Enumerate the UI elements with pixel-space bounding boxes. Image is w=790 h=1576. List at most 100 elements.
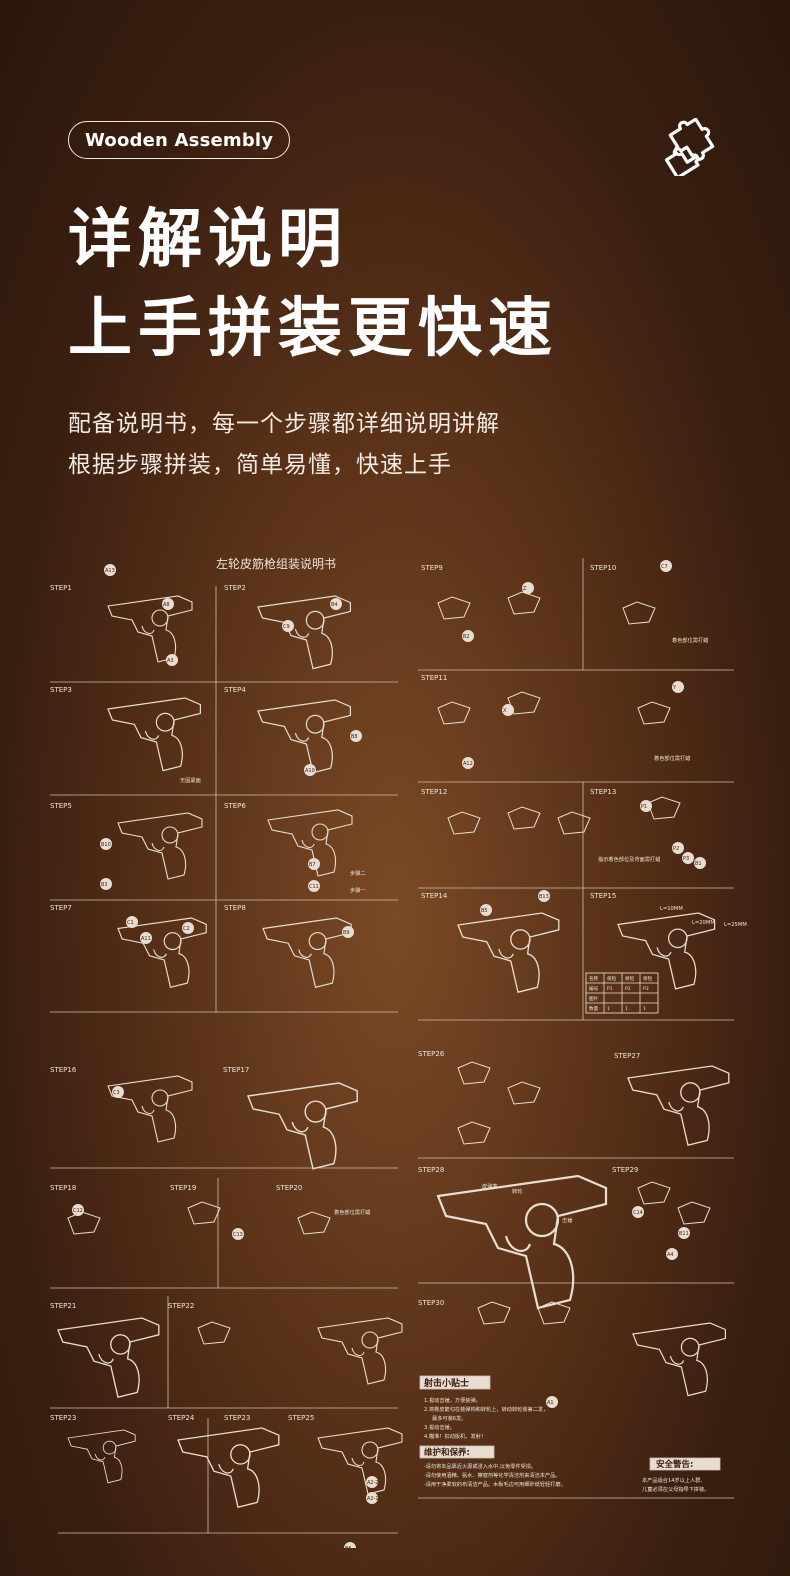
part-drawing-17 (197, 1321, 231, 1345)
tips-line-2: 2.将橡皮筋勾在装弹钩和转轮上，转动转轮装第二发， (424, 1405, 548, 1413)
part-callout-circle (308, 880, 320, 892)
gun-trigger (153, 949, 167, 958)
step-label-5: STEP5 (50, 802, 72, 810)
table-cell-text: 数量 (589, 1005, 599, 1012)
table-cell-text: P3 (643, 986, 649, 992)
gun-drawing-9 (457, 912, 560, 994)
gun-outline (457, 912, 560, 994)
part-callout-label: C9 (283, 624, 290, 630)
part-callout-label: B3 (101, 882, 108, 888)
gun-trigger (218, 1463, 234, 1474)
gun-drawing-17 (67, 1429, 136, 1484)
part-drawing-11 (457, 1061, 491, 1085)
gun-cylinder (510, 929, 531, 950)
step-label-15: STEP15 (590, 892, 616, 900)
gun-trigger (151, 842, 165, 852)
gun-cylinder (304, 1100, 327, 1123)
part-callout-circle (330, 598, 342, 610)
part-drawing-1 (437, 596, 471, 620)
part-callout-label: P3 (683, 856, 689, 862)
part-callout-label: Z (523, 586, 527, 592)
part-drawing-10 (647, 796, 681, 820)
gun-outline (67, 1429, 136, 1484)
step-label-24: STEP24 (168, 1414, 195, 1422)
part-callout-label: A2-2 (367, 1480, 379, 1486)
gun-cylinder (155, 712, 175, 732)
part-callout-circle (666, 1248, 678, 1260)
part-drawing-18 (477, 1301, 511, 1325)
part-callout-label: A10 (305, 768, 315, 774)
step-note-s28_label_3: 击锤 (562, 1216, 572, 1224)
gun-outline (257, 595, 352, 670)
step-note-s20_note: 着色部位需打蜡 (334, 1208, 370, 1216)
table-cell-text: 保险 (607, 975, 617, 982)
part-callout-label: A13 (105, 568, 115, 574)
gun-outline (177, 1427, 280, 1509)
gun-outline (257, 699, 352, 774)
table-cell-text: 1 (643, 1006, 646, 1012)
part-callout-label: X (503, 708, 507, 714)
step-note-s3_icon_label: 无固紧面 (180, 776, 201, 784)
part-drawing-15 (187, 1201, 221, 1225)
step-label-17: STEP17 (223, 1066, 249, 1074)
part-piece (507, 591, 541, 615)
tips-line-1: 1.拔动击锤，方便装弹。 (424, 1396, 481, 1404)
care-title: 维护和保养: (424, 1447, 470, 1458)
step-label-14: STEP14 (421, 892, 448, 900)
manual-part-drawings (57, 560, 730, 1548)
gun-cylinder (308, 932, 327, 951)
part-callout-label: B8 (351, 734, 358, 740)
gun-outline (117, 917, 207, 989)
part-drawing-16 (297, 1211, 331, 1235)
step-label-2: STEP2 (224, 584, 246, 592)
part-callout-label: B10 (101, 842, 111, 848)
wooden-assembly-badge: Wooden Assembly (68, 121, 291, 159)
gun-outline (107, 595, 193, 663)
part-callout-label: A2-1 (367, 1496, 379, 1502)
step-note-s6_step_two: 步骤二 (350, 869, 366, 877)
table-cell-text: 图片 (589, 995, 599, 1002)
part-callout-circle (282, 620, 294, 632)
table-cell (603, 992, 623, 1004)
part-drawing-2 (507, 591, 541, 615)
gun-cylinder (305, 714, 325, 734)
part-piece (197, 1321, 231, 1345)
gun-cylinder (361, 1331, 379, 1349)
part-callout-label: C14 (633, 1210, 643, 1216)
part-piece (437, 701, 471, 725)
gun-drawing-5 (117, 812, 203, 880)
gun-trigger (668, 1101, 684, 1112)
tips-line-3: 最多可装6发。 (432, 1414, 466, 1422)
part-callout-circle (672, 842, 684, 854)
part-callout-label: C3 (113, 1090, 120, 1096)
care-title-bg (419, 1445, 495, 1459)
gun-outline (57, 1317, 160, 1399)
table-cell-text: 名称 (589, 975, 599, 982)
gun-trigger (498, 948, 514, 959)
gun-drawing-10 (617, 912, 716, 990)
part-piece (637, 1181, 671, 1205)
gun-cylinder (667, 928, 688, 949)
step-label-13: STEP13 (590, 788, 616, 796)
gun-drawing-13 (57, 1317, 160, 1399)
warning-title: 安全警告: (656, 1459, 693, 1470)
gun-drawing-18 (436, 1174, 608, 1310)
gun-drawing-14 (317, 1317, 403, 1385)
part-callout-circle (140, 932, 152, 944)
step-label-28: STEP27 (614, 1052, 640, 1060)
step-label-6: STEP6 (224, 802, 246, 810)
part-piece (557, 811, 591, 835)
gun-cylinder (151, 1089, 169, 1107)
gun-drawing-20 (632, 1322, 727, 1397)
part-drawing-19 (537, 1301, 571, 1325)
step-label-26: STEP25 (288, 1414, 314, 1422)
gun-cylinder (230, 1444, 251, 1465)
gun-trigger (144, 730, 160, 740)
part-piece (507, 806, 541, 830)
gun-trigger (656, 947, 672, 957)
part-callout-circle (522, 582, 534, 594)
gun-trigger (294, 628, 310, 638)
step-note-s13_note: 指示着色部位及背面需打蜡 (598, 855, 660, 863)
part-callout-label: B5 (481, 908, 488, 914)
